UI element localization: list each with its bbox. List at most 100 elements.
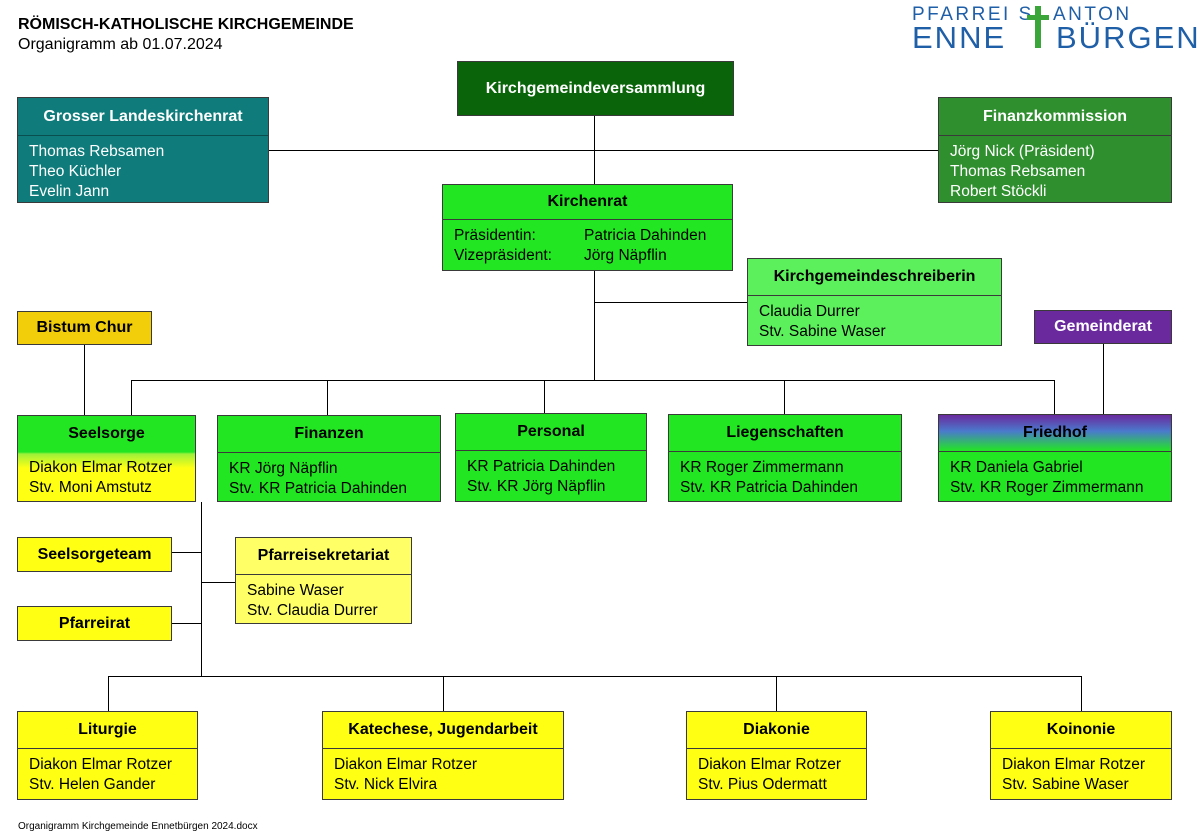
node-title: Pfarreisekretariat <box>257 547 390 564</box>
page-subtitle: Organigramm ab 01.07.2024 <box>18 36 223 53</box>
member: Claudia Durrer <box>759 303 860 320</box>
node-members: Diakon Elmar Rotzer Stv. Helen Gander <box>18 748 197 801</box>
member-row: Präsidentin: Patricia Dahinden <box>454 226 721 246</box>
parish-logo: PFARREI S ANTON ENNE BÜRGEN <box>910 4 1199 55</box>
connector <box>1103 344 1104 415</box>
member: Diakon Elmar Rotzer <box>1002 756 1145 773</box>
connector <box>776 676 777 711</box>
node-title: Liegenschaften <box>726 424 844 441</box>
node-kirchgemeindeschreiberin: Kirchgemeindeschreiberin Claudia Durrer … <box>747 258 1002 346</box>
node-seelsorge: Seelsorge Diakon Elmar Rotzer Stv. Moni … <box>17 415 196 502</box>
logo-line2-left: ENNE <box>912 20 1007 55</box>
node-title: Pfarreirat <box>58 614 131 632</box>
node-gemeinderat: Gemeinderat <box>1034 310 1172 344</box>
node-members: KR Roger Zimmermann Stv. KR Patricia Dah… <box>669 451 901 504</box>
connector <box>594 271 595 380</box>
node-members: KR Patricia Dahinden Stv. KR Jörg Näpfli… <box>456 450 646 503</box>
node-members: Diakon Elmar Rotzer Stv. Nick Elvira <box>323 748 563 801</box>
node-title: Kirchgemeindeversammlung <box>485 79 706 97</box>
node-title: Personal <box>517 423 585 440</box>
connector <box>1054 380 1055 415</box>
node-kirchgemeindeversammlung: Kirchgemeindeversammlung <box>457 61 734 116</box>
node-title: Friedhof <box>939 415 1171 451</box>
node-diakonie: Diakonie Diakon Elmar Rotzer Stv. Pius O… <box>686 711 867 800</box>
node-title: Seelsorgeteam <box>37 545 152 563</box>
member: Diakon Elmar Rotzer <box>698 756 841 773</box>
page-title: RÖMISCH-KATHOLISCHE KIRCHGEMEINDE <box>18 16 354 33</box>
role-label: Vizepräsident: <box>454 247 552 264</box>
node-pfarreirat: Pfarreirat <box>17 606 172 641</box>
member-row: Vizepräsident: Jörg Näpflin <box>454 246 721 266</box>
member-name: Jörg Näpflin <box>584 247 667 264</box>
connector <box>327 380 328 415</box>
node-title: Katechese, Jugendarbeit <box>348 721 538 738</box>
node-liturgie: Liturgie Diakon Elmar Rotzer Stv. Helen … <box>17 711 198 800</box>
cross-icon <box>1027 6 1049 48</box>
member: KR Patricia Dahinden <box>467 458 616 475</box>
node-members: Diakon Elmar Rotzer Stv. Moni Amstutz <box>18 452 195 504</box>
node-friedhof: Friedhof KR Daniela Gabriel Stv. KR Roge… <box>938 414 1172 502</box>
connector <box>108 676 109 711</box>
member: Stv. Nick Elvira <box>334 776 438 793</box>
connector <box>172 623 201 624</box>
node-members: Jörg Nick (Präsident) Thomas Rebsamen Ro… <box>939 135 1171 208</box>
member: Stv. KR Patricia Dahinden <box>229 480 408 497</box>
member: Stv. Sabine Waser <box>759 323 886 340</box>
logo-line2-right: BÜRGEN <box>1056 20 1200 55</box>
node-members: Diakon Elmar Rotzer Stv. Pius Odermatt <box>687 748 866 801</box>
node-members: Diakon Elmar Rotzer Stv. Sabine Waser <box>991 748 1171 801</box>
member: Evelin Jann <box>29 183 110 200</box>
member: Jörg Nick (Präsident) <box>950 143 1095 160</box>
node-members: Sabine Waser Stv. Claudia Durrer <box>236 574 411 627</box>
member: Thomas Rebsamen <box>950 163 1086 180</box>
member-name: Patricia Dahinden <box>584 227 707 244</box>
member: KR Roger Zimmermann <box>680 459 844 476</box>
node-members: KR Jörg Näpflin Stv. KR Patricia Dahinde… <box>218 452 440 505</box>
member: KR Daniela Gabriel <box>950 459 1083 476</box>
connector <box>131 380 1054 381</box>
node-seelsorgeteam: Seelsorgeteam <box>17 537 172 572</box>
member: Stv. KR Roger Zimmermann <box>950 479 1144 496</box>
node-title: Grosser Landeskirchenrat <box>43 107 243 125</box>
node-bistum-chur: Bistum Chur <box>17 311 152 345</box>
connector <box>172 552 201 553</box>
connector <box>544 380 545 415</box>
member: Thomas Rebsamen <box>29 143 165 160</box>
role-label: Präsidentin: <box>454 227 536 244</box>
member: Diakon Elmar Rotzer <box>334 756 477 773</box>
node-personal: Personal KR Patricia Dahinden Stv. KR Jö… <box>455 413 647 502</box>
connector <box>131 380 132 415</box>
member: Stv. Sabine Waser <box>1002 776 1129 793</box>
node-title: Bistum Chur <box>36 319 133 336</box>
connector <box>269 150 938 151</box>
member: Robert Stöckli <box>950 183 1047 200</box>
member: Stv. Moni Amstutz <box>29 479 152 496</box>
connector <box>594 302 747 303</box>
node-members: KR Daniela Gabriel Stv. KR Roger Zimmerm… <box>939 451 1171 504</box>
node-pfarreisekretariat: Pfarreisekretariat Sabine Waser Stv. Cla… <box>235 537 412 624</box>
node-members: Claudia Durrer Stv. Sabine Waser <box>748 295 1001 348</box>
node-title: Finanzkommission <box>982 107 1128 125</box>
connector <box>84 345 85 415</box>
member: Stv. KR Patricia Dahinden <box>680 479 859 496</box>
node-finanzen: Finanzen KR Jörg Näpflin Stv. KR Patrici… <box>217 415 441 502</box>
member: Sabine Waser <box>247 582 344 599</box>
member: Stv. Helen Gander <box>29 776 156 793</box>
node-kirchenrat: Kirchenrat Präsidentin: Patricia Dahinde… <box>442 184 733 271</box>
node-landeskirchenrat: Grosser Landeskirchenrat Thomas Rebsamen… <box>17 97 269 203</box>
node-members: Thomas Rebsamen Theo Küchler Evelin Jann <box>18 135 268 208</box>
member: Diakon Elmar Rotzer <box>29 459 172 476</box>
member: Stv. Claudia Durrer <box>247 602 378 619</box>
member: Stv. KR Jörg Näpflin <box>467 478 606 495</box>
connector <box>1081 676 1082 711</box>
connector <box>784 380 785 415</box>
connector <box>201 582 235 583</box>
member: KR Jörg Näpflin <box>229 460 338 477</box>
node-title: Kirchenrat <box>547 193 628 210</box>
node-members: Präsidentin: Patricia Dahinden Vizepräsi… <box>443 219 732 272</box>
node-title: Finanzen <box>294 425 364 442</box>
node-title: Diakonie <box>743 721 810 738</box>
member: Stv. Pius Odermatt <box>698 776 827 793</box>
node-title: Gemeinderat <box>1054 318 1152 335</box>
member: Diakon Elmar Rotzer <box>29 756 172 773</box>
